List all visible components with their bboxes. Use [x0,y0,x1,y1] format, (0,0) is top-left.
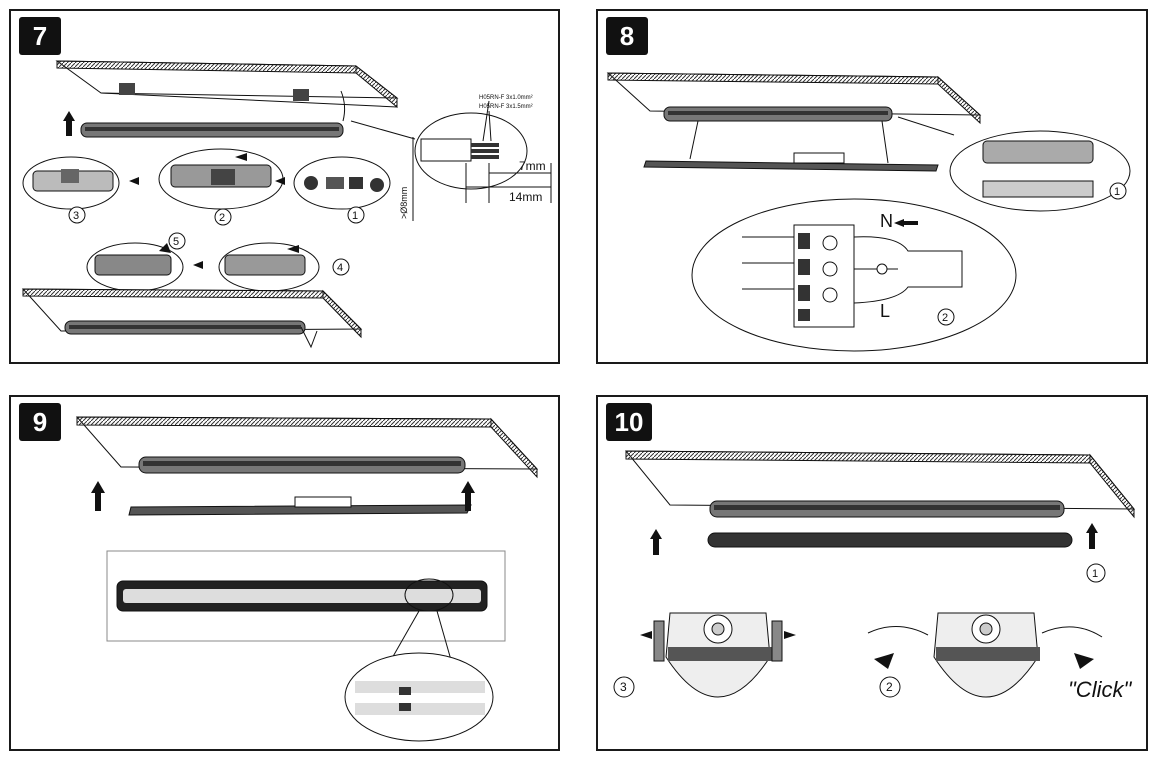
up-arrow-icon [63,111,75,136]
diffuser-cover [128,496,472,516]
panel-step-9: 9 [9,395,560,751]
panel-step-10: 10 1 [596,395,1148,751]
step-label: 3 [620,680,627,694]
luminaire-body [80,122,344,138]
up-arrow-icon [91,481,475,511]
luminaire-body [709,500,1065,518]
cable-spec-label: H05RN-F 3x1.0mm² [479,95,533,101]
ceiling-board [624,450,1136,519]
cable-strip-callout [350,100,528,190]
luminaire-body [138,456,466,474]
strip-length-label: 14mm [509,190,542,204]
step-9-illustration [75,416,539,742]
live-terminal-label: L [880,301,890,321]
detail-ellipse-3 [22,156,120,210]
step-7-illustration: H05RN-F 3x1.0mm² H05RN-F 3x1.5mm² 7mm 14… [21,60,552,349]
ceiling-board [55,60,399,109]
step-number-circles [68,206,365,276]
diffuser-cover [643,152,939,172]
ceiling-board [75,416,539,479]
step-number-badge: 9 [19,403,61,441]
step-label: 3 [73,210,79,222]
detail-ellipse-4 [218,242,320,292]
luminaire-body [64,320,306,335]
detail-ellipse-2 [158,148,284,210]
left-arrow-icon [193,261,203,269]
step-number-circle [1109,182,1127,200]
diffuser-cover [707,532,1073,548]
step-label: 2 [219,212,225,224]
detail-ellipse-1 [293,156,391,210]
led-module-detail [106,550,506,742]
step-label: 4 [337,262,343,274]
step-number-badge: 8 [606,17,648,55]
step-label: 1 [352,210,358,222]
step-number-circle [937,308,955,326]
terminal-block-callout [691,198,1017,352]
end-cap-open [867,612,1103,698]
left-arrow-icon [129,177,285,185]
panel-step-7: 7 [9,9,560,364]
mounting-clip-icon [119,83,309,101]
cable-spec-label: H05RN-F 3x1.5mm² [479,104,533,110]
luminaire-body [663,106,893,122]
step-label: 2 [886,680,893,694]
hanging-cords [689,120,889,164]
cable-diameter-label: >Ø8mm [399,187,409,219]
step-number-badge: 10 [606,403,652,441]
click-annotation: "Click" [1068,677,1132,702]
step-label: 1 [1092,568,1098,580]
step-number-badge: 7 [19,17,61,55]
supply-cable [300,326,318,349]
step-10-illustration: 1 3 2 "Click" [613,450,1136,702]
step-8-illustration: 1 N L 2 [606,72,1131,352]
detail-ellipse-5 [86,242,184,292]
dimension-lines [412,137,552,221]
step-label: 5 [173,236,179,248]
strip-length-label: 7mm [519,159,546,173]
step-label: 2 [942,312,948,324]
terminal-callout-1 [897,116,1131,212]
ceiling-board [606,72,982,125]
neutral-terminal-label: N [880,211,893,231]
panel-step-8: 8 1 [596,9,1148,364]
end-cap-closed [640,612,796,698]
step-number-circle [1086,563,1106,583]
step-number-circle [879,676,901,698]
step-label: 1 [1114,186,1120,198]
up-arrow-icon [650,523,1098,555]
supply-cable [340,90,346,122]
step-number-circle [613,676,635,698]
